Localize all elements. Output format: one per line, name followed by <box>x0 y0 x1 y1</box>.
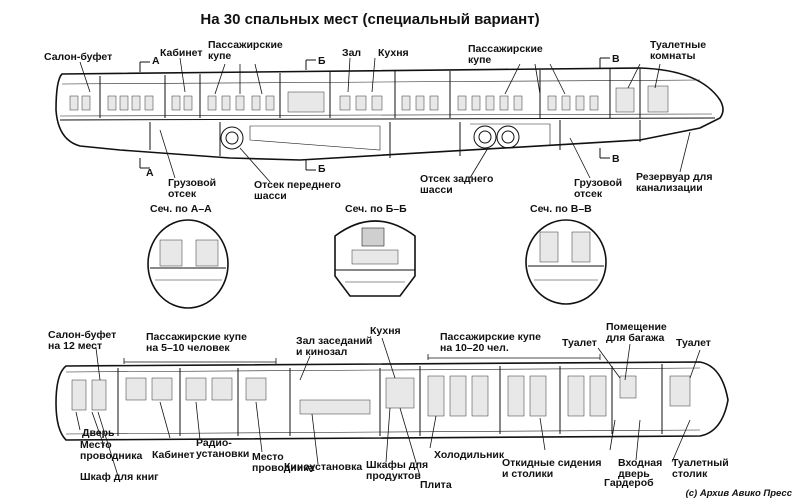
cross-section-a: Сеч. по А–А <box>147 203 229 309</box>
label-garderob: Гардероб <box>604 477 654 489</box>
label-kuhnya-top: Кухня <box>378 47 409 59</box>
label-kuhnya-bottom: Кухня <box>370 325 401 337</box>
section-v-label: Сеч. по В–В <box>530 203 592 215</box>
label-kabinet-top: Кабинет <box>160 47 203 59</box>
label-zal: Зал <box>342 47 361 59</box>
cross-section-v: Сеч. по В–В <box>525 203 607 305</box>
label-section-b-bottom: Б <box>318 163 326 175</box>
label-tualet-2: Туалет <box>676 337 711 349</box>
label-radioustanovki: Радио-установки <box>196 437 249 460</box>
label-salon-bufet: Салон-буфет <box>44 51 112 63</box>
diagram-title: На 30 спальных мест (специальный вариант… <box>200 11 539 28</box>
label-section-a-bottom: А <box>146 167 154 179</box>
label-dver: Дверь <box>82 427 115 439</box>
label-section-v-bottom: В <box>612 153 620 165</box>
label-plita: Плита <box>420 479 452 491</box>
copyright-note: (c) Архив Авико Пресс <box>686 488 793 499</box>
label-kabinet-bottom: Кабинет <box>152 449 195 461</box>
label-section-v-top: В <box>612 53 620 65</box>
label-shkaf-knig: Шкаф для книг <box>80 471 159 483</box>
label-kinoustanovka: Киноустановка <box>284 461 362 473</box>
section-a-label: Сеч. по А–А <box>150 203 212 215</box>
section-b-label: Сеч. по Б–Б <box>345 203 407 215</box>
label-holodilnik: Холодильник <box>434 449 505 461</box>
label-tualet-1: Туалет <box>562 337 597 349</box>
cross-section-b: Сеч. по Б–Б <box>334 203 416 297</box>
label-section-a-top: А <box>152 55 160 67</box>
label-section-b-top: Б <box>318 55 326 67</box>
